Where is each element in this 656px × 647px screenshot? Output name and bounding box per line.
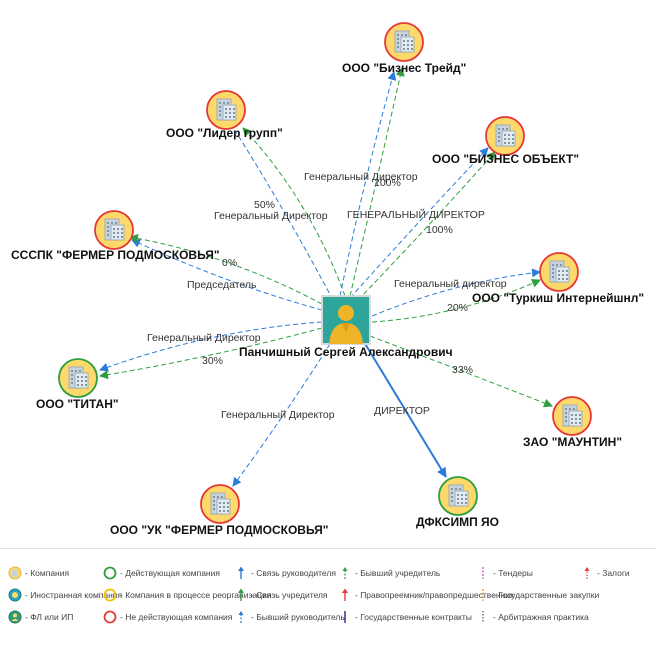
legend-item-person: - ФЛ или ИП [8, 609, 73, 624]
red-dashed-arrow-icon [580, 566, 594, 580]
legend-item-active: - Действующая компания [103, 565, 220, 580]
blue-arrow-icon [234, 566, 248, 580]
legend-item-inactive: - Не действующая компания [103, 609, 232, 624]
edge-lider-manager [235, 131, 334, 301]
node-label-bt: ООО "Бизнес Трейд" [342, 61, 466, 75]
edge-turk-manager [371, 268, 541, 317]
magenta-line-icon [476, 566, 490, 580]
edge-sss-founder [129, 233, 323, 305]
edge-label-bt-share: 100% [374, 177, 401, 189]
legend-item-former-founder: - Бывший учредитель [338, 565, 440, 579]
company-node-bt[interactable] [384, 22, 424, 62]
edge-label-titan-share: 30% [202, 355, 223, 367]
edge-label-turk-role: Генеральный директор [394, 278, 507, 290]
gray-line-icon [476, 610, 490, 624]
legend-item-tenders: - Тендеры [476, 565, 533, 579]
legend-item-arbitration: - Арбитражная практика [476, 609, 589, 623]
edge-label-bt-role: Генеральный Директор [304, 171, 418, 183]
company-node-uk[interactable] [200, 484, 240, 524]
edge-label-maun-share: 33% [452, 364, 473, 376]
company-icon [8, 566, 22, 580]
company-node-sss[interactable] [94, 210, 134, 250]
edge-label-sss-share: 0% [222, 257, 237, 269]
edge-maun-founder [369, 335, 553, 408]
edge-uk-manager [232, 343, 331, 487]
green-dashed-arrow-icon [338, 566, 352, 580]
node-label-bo: ООО "БИЗНЕС ОБЪЕКТ" [432, 152, 579, 166]
edge-label-bo-role: ГЕНЕРАЛЬНЫЙ ДИРЕКТОР [347, 208, 485, 221]
company-node-bo[interactable] [485, 116, 525, 156]
node-label-titan: ООО "ТИТАН" [36, 397, 119, 411]
legend-item-reorg: - Компания в процессе реорганизации [103, 587, 271, 602]
blue-dashed-arrow-icon [234, 610, 248, 624]
edges-layer [99, 67, 553, 487]
legend-item-gov-purchases: - Государственные закупки [476, 587, 599, 601]
legend-item-company: - Компания [8, 565, 69, 580]
legend-item-manager-link: - Связь руководителя [234, 565, 336, 579]
legend: - Компания - Иностранная компания - ФЛ и… [0, 548, 656, 647]
green-arrow-icon [234, 588, 248, 602]
edge-bt-founder [349, 67, 405, 297]
node-label-lider: ООО "Лидер групп" [166, 126, 283, 140]
edge-label-lider-role: Генеральный Директор [214, 210, 328, 222]
edge-label-turk-share: 20% [447, 302, 468, 314]
person-icon [329, 305, 363, 344]
edge-label-bo-share: 100% [426, 224, 453, 236]
edge-titan-manager [99, 321, 323, 372]
node-label-maun: ЗАО "МАУНТИН" [523, 435, 622, 449]
navy-line-icon [338, 610, 352, 624]
edge-label-dfk-role: ДИРЕКТОР [374, 405, 430, 417]
edge-label-uk-role: Генеральный Директор [221, 409, 335, 421]
company-node-lider[interactable] [206, 90, 246, 130]
edge-labels-layer: 50% Генеральный Директор Генеральный Дир… [147, 171, 507, 421]
edge-bt-manager [339, 71, 397, 297]
center-person-label: Панчишный Сергей Александрович [239, 345, 453, 359]
legend-item-successor: - Правопреемник/правопредшественник [338, 587, 514, 601]
red-ring-icon [103, 610, 117, 624]
orange-line-icon [476, 588, 490, 602]
company-node-dfk[interactable] [438, 476, 478, 516]
legend-item-former-manager: - Бывший руководитель [234, 609, 345, 623]
node-label-sss: СССПК "ФЕРМЕР ПОДМОСКОВЬЯ" [11, 248, 220, 262]
relationship-graph: 50% Генеральный Директор Генеральный Дир… [11, 22, 644, 537]
legend-item-gov-contracts: - Государственные контракты [338, 609, 472, 623]
company-node-turk[interactable] [539, 252, 579, 292]
foreign-company-icon [8, 588, 22, 602]
edge-turk-founder [371, 279, 541, 323]
edge-bo-founder [357, 151, 496, 301]
person-icon [8, 610, 22, 624]
company-node-maun[interactable] [552, 396, 592, 436]
node-label-turk: ООО "Туркиш Интернейшнл" [472, 291, 644, 305]
legend-item-pledges: - Залоги [580, 565, 630, 579]
edge-label-lider-share: 50% [254, 199, 275, 211]
edge-titan-founder [99, 327, 323, 380]
company-node-titan[interactable] [58, 358, 98, 398]
node-label-dfk: ДФКСИМП ЯО [416, 515, 499, 529]
legend-item-foreign: - Иностранная компания [8, 587, 122, 602]
red-arrow-icon [338, 588, 352, 602]
yellow-ring-icon [103, 588, 117, 602]
edge-label-sss-role: Председатель [187, 279, 257, 291]
edge-sss-manager [131, 239, 323, 311]
edge-dfk-manager [363, 341, 447, 478]
node-label-uk: ООО "УК "ФЕРМЕР ПОДМОСКОВЬЯ" [110, 523, 328, 537]
edge-lider-founder [242, 127, 346, 297]
edge-bo-manager [349, 147, 489, 299]
edge-label-titan-role: Генеральный Директор [147, 332, 261, 344]
center-person-node[interactable] [321, 295, 371, 345]
legend-item-founder-link: - Связь учредителя [234, 587, 328, 601]
green-ring-icon [103, 566, 117, 580]
